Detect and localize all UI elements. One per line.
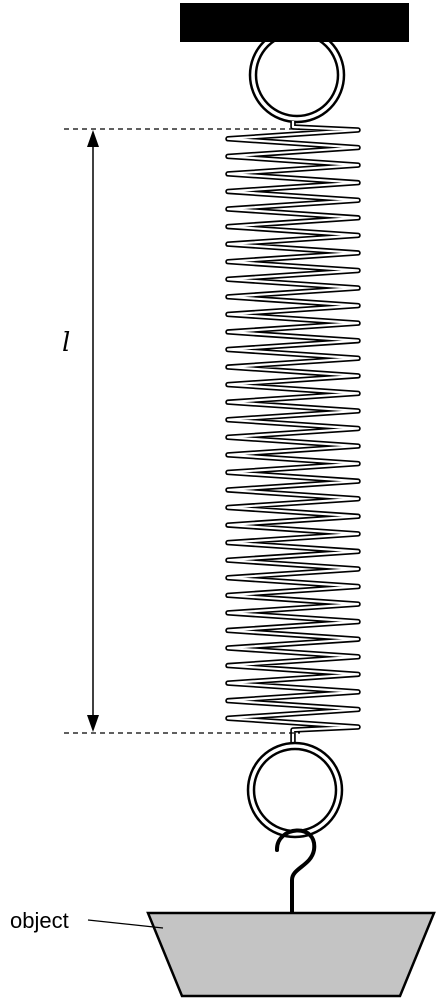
length-dimension-arrow [87,130,99,732]
top-ring-inner [254,32,340,118]
hanging-object [146,911,436,998]
hook [274,828,317,915]
top-ring-outer [248,26,346,124]
coil-spring [225,121,361,742]
spring-wire-core [226,121,360,742]
bottom-ring-inner [252,747,338,833]
bottom-ring-outer [246,741,344,839]
length-label: l [62,328,70,358]
object-leader-line [87,919,164,929]
object-label: object [10,908,69,933]
ceiling-support [180,3,409,42]
